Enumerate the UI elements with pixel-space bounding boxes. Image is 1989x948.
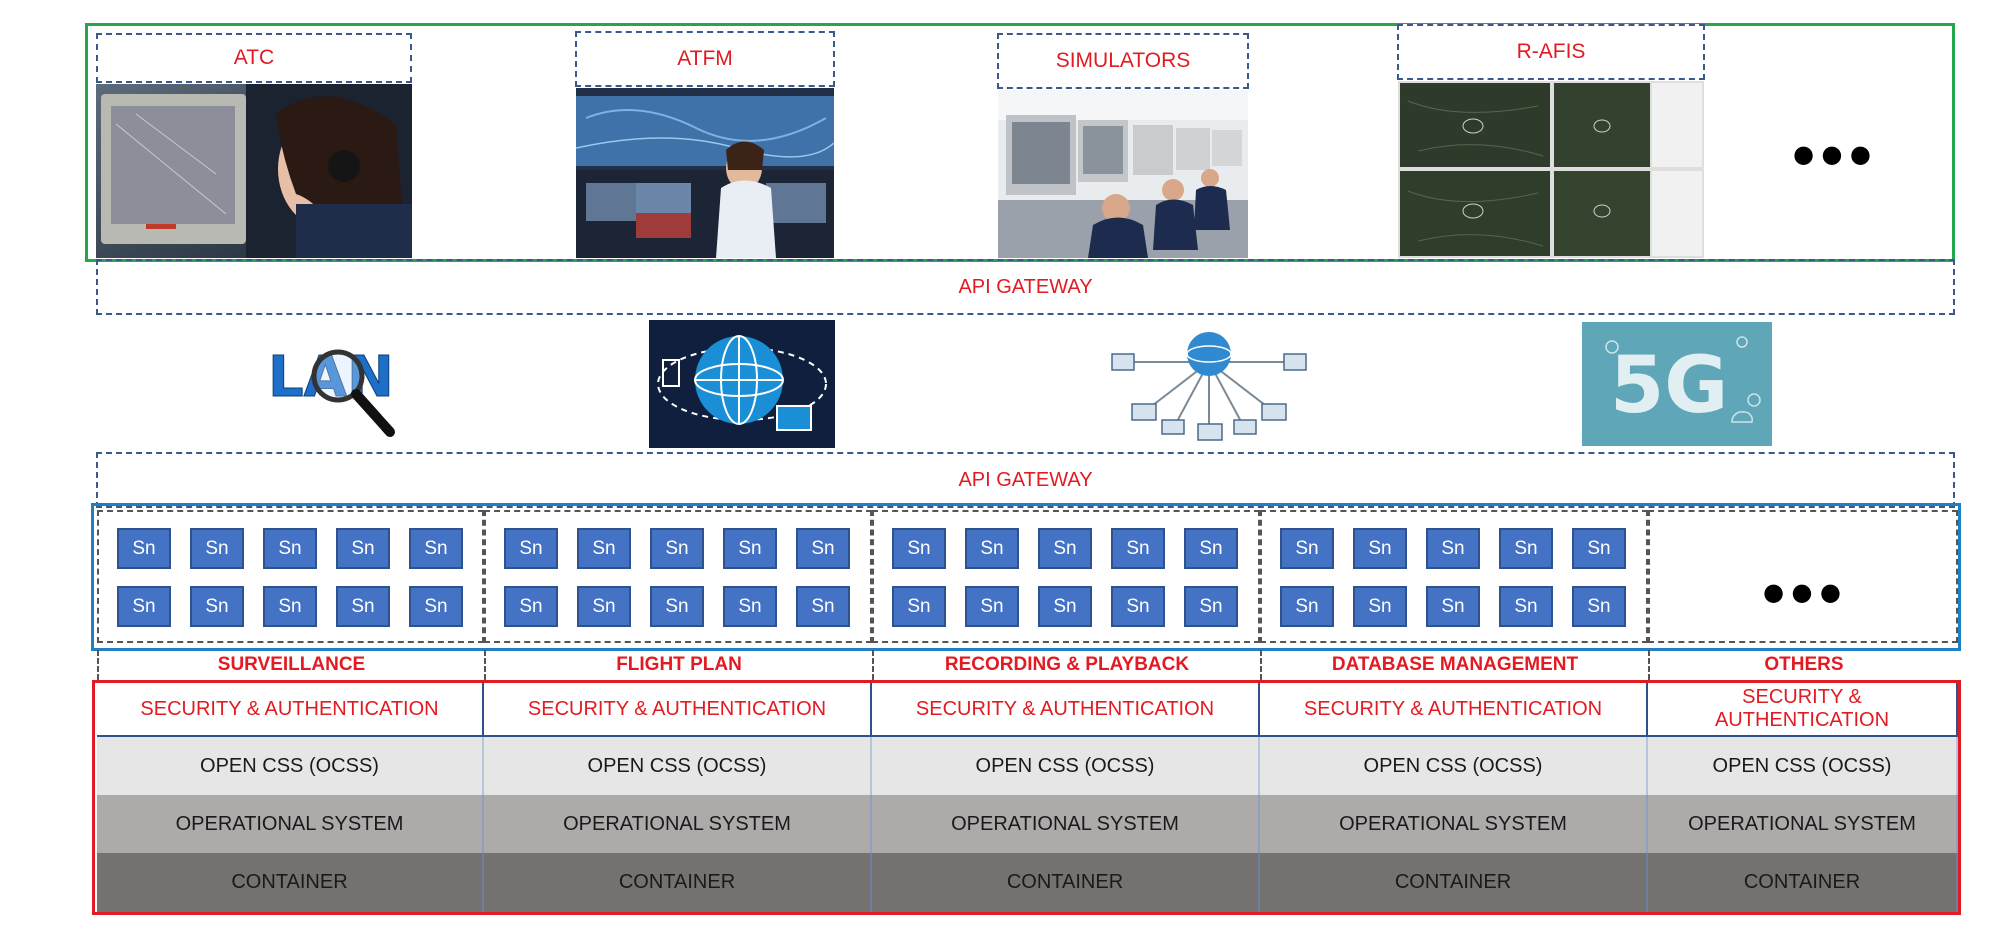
cloud-network-icon: [1104, 322, 1314, 444]
category-label: RECORDING & PLAYBACK: [872, 650, 1260, 680]
open-css-layer: OPEN CSS (OCSS): [97, 737, 484, 795]
service-group: [484, 510, 872, 643]
container-layer: CONTAINER: [872, 853, 1260, 912]
5g-icon: 5G: [1582, 322, 1772, 446]
app-label-atfm: ATFM: [575, 31, 835, 87]
more-services-ellipsis: •••: [1762, 557, 1848, 629]
service-node: Sn: [336, 528, 390, 569]
service-node: Sn: [1280, 528, 1334, 569]
service-node: Sn: [965, 528, 1019, 569]
service-group: [872, 510, 1260, 643]
globe-network-icon: [649, 320, 835, 448]
service-node: Sn: [263, 528, 317, 569]
api-gateway-top: API GATEWAY: [96, 259, 1955, 315]
service-node: Sn: [409, 586, 463, 627]
category-label: FLIGHT PLAN: [484, 650, 872, 680]
container-layer: CONTAINER: [484, 853, 872, 912]
service-node: Sn: [796, 528, 850, 569]
service-node: Sn: [1426, 586, 1480, 627]
api-gateway-bottom: API GATEWAY: [96, 452, 1955, 508]
service-node: Sn: [650, 528, 704, 569]
service-node: Sn: [504, 586, 558, 627]
services-frame: [91, 503, 1961, 651]
security-authentication-layer: SECURITY & AUTHENTICATION: [484, 683, 872, 737]
open-css-layer: OPEN CSS (OCSS): [1260, 737, 1648, 795]
simulators-photo: [998, 90, 1248, 258]
service-node: Sn: [1184, 586, 1238, 627]
service-node: Sn: [190, 586, 244, 627]
operational-system-layer: OPERATIONAL SYSTEM: [484, 795, 872, 853]
service-node: Sn: [504, 528, 558, 569]
container-layer: CONTAINER: [1260, 853, 1648, 912]
category-label: OTHERS: [1648, 650, 1958, 680]
open-css-layer: OPEN CSS (OCSS): [484, 737, 872, 795]
operational-system-layer: OPERATIONAL SYSTEM: [872, 795, 1260, 853]
operational-system-layer: OPERATIONAL SYSTEM: [97, 795, 484, 853]
service-node: Sn: [1111, 586, 1165, 627]
service-node: Sn: [117, 528, 171, 569]
service-node: Sn: [577, 586, 631, 627]
service-node: Sn: [1111, 528, 1165, 569]
service-node: Sn: [892, 586, 946, 627]
security-authentication-layer: SECURITY & AUTHENTICATION: [97, 683, 484, 737]
service-node: Sn: [892, 528, 946, 569]
operational-system-layer: OPERATIONAL SYSTEM: [1260, 795, 1648, 853]
app-label-simulators: SIMULATORS: [997, 33, 1249, 89]
service-node: Sn: [1499, 586, 1553, 627]
service-node: Sn: [1572, 528, 1626, 569]
more-apps-ellipsis: •••: [1792, 119, 1878, 191]
service-node: Sn: [117, 586, 171, 627]
lan-icon: LAN: [264, 328, 400, 440]
open-css-layer: OPEN CSS (OCSS): [872, 737, 1260, 795]
service-node: Sn: [263, 586, 317, 627]
operational-system-layer: OPERATIONAL SYSTEM: [1648, 795, 1958, 853]
service-node: Sn: [1038, 528, 1092, 569]
platform-frame: [92, 680, 1961, 915]
service-group: [97, 510, 484, 643]
open-css-layer: OPEN CSS (OCSS): [1648, 737, 1958, 795]
security-authentication-layer: SECURITY & AUTHENTICATION: [872, 683, 1260, 737]
service-node: Sn: [650, 586, 704, 627]
atfm-photo: [576, 88, 834, 258]
category-label: DATABASE MANAGEMENT: [1260, 650, 1648, 680]
service-node: Sn: [577, 528, 631, 569]
app-label-r-afis: R-AFIS: [1397, 24, 1705, 80]
service-node: Sn: [1353, 528, 1407, 569]
service-node: Sn: [965, 586, 1019, 627]
service-node: Sn: [190, 528, 244, 569]
service-node: Sn: [336, 586, 390, 627]
service-node: Sn: [796, 586, 850, 627]
service-node: Sn: [1353, 586, 1407, 627]
security-authentication-layer: SECURITY & AUTHENTICATION: [1648, 683, 1958, 737]
service-node: Sn: [1426, 528, 1480, 569]
app-label-atc: ATC: [96, 33, 412, 83]
service-node: Sn: [1499, 528, 1553, 569]
category-label: SURVEILLANCE: [97, 650, 484, 680]
service-node: Sn: [1280, 586, 1334, 627]
svg-text:5G: 5G: [1610, 341, 1728, 431]
service-node: Sn: [409, 528, 463, 569]
service-node: Sn: [1572, 586, 1626, 627]
service-node: Sn: [723, 528, 777, 569]
atc-photo: [96, 84, 412, 258]
service-node: Sn: [723, 586, 777, 627]
r-afis-photo: [1398, 81, 1704, 258]
service-group: [1648, 510, 1958, 643]
service-group: [1260, 510, 1648, 643]
security-authentication-layer: SECURITY & AUTHENTICATION: [1260, 683, 1648, 737]
service-node: Sn: [1184, 528, 1238, 569]
container-layer: CONTAINER: [97, 853, 484, 912]
container-layer: CONTAINER: [1648, 853, 1958, 912]
service-node: Sn: [1038, 586, 1092, 627]
